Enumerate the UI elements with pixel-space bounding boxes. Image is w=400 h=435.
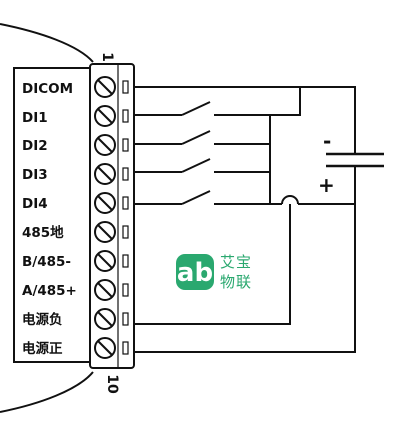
screw-slot	[97, 79, 113, 95]
wire-clamp	[122, 225, 129, 239]
screw-terminal	[94, 163, 129, 185]
screw-slot	[97, 166, 113, 182]
pin-label-di4: DI4	[22, 196, 48, 212]
wire-power-positive	[134, 204, 356, 353]
wire-common-to-dicom	[270, 87, 301, 116]
pin-label-b485: B/485-	[22, 254, 71, 270]
last-pin-number: 10	[104, 374, 120, 394]
screw-terminal	[94, 105, 129, 127]
device-body-outline	[0, 23, 94, 413]
pin-label-di1: DI1	[22, 110, 48, 126]
logo-name-line1: 艾宝	[220, 253, 252, 271]
screw-slot	[97, 282, 113, 298]
screw-terminal	[94, 279, 129, 301]
wire-clamp	[122, 196, 129, 210]
screw-terminal	[94, 308, 129, 330]
pin-label-di2: DI2	[22, 138, 48, 154]
screw-slot	[97, 253, 113, 269]
wire-clamp	[122, 167, 129, 181]
screw-terminal	[94, 76, 129, 98]
pin-labels: DICOM DI1 DI2 DI3 DI4 485地 B/485- A/485+…	[22, 81, 77, 357]
pin-label-di3: DI3	[22, 167, 48, 183]
switch-di4	[181, 190, 211, 205]
screw-slot	[97, 108, 113, 124]
label-panel	[13, 67, 93, 363]
switch-di3	[181, 158, 211, 173]
battery-negative-mark: -	[323, 129, 331, 153]
logo-name-line2: 物联	[220, 273, 252, 291]
wire-dicom	[134, 86, 356, 154]
wire-clamp	[122, 283, 129, 297]
wiring	[134, 86, 384, 353]
wire-clamp	[122, 254, 129, 268]
logo-mark-text: ab	[177, 258, 213, 288]
screw-terminal	[94, 192, 129, 214]
pin-label-power-negative: 电源负	[22, 311, 63, 328]
screw-slot	[97, 195, 113, 211]
screw-slot	[97, 137, 113, 153]
logo-mark-bg	[176, 254, 214, 290]
screw-terminal	[94, 250, 129, 272]
screw-terminal	[94, 337, 129, 359]
switch-di1	[181, 101, 211, 116]
wire-clamp	[122, 341, 129, 355]
first-pin-number: 1	[99, 52, 115, 62]
screw-terminal	[94, 134, 129, 156]
wire-clamp	[122, 138, 129, 152]
brand-logo: ab 艾宝 物联	[176, 253, 252, 291]
screw-terminals	[94, 76, 129, 359]
pin-label-485-ground: 485地	[22, 224, 64, 241]
screw-slot	[97, 340, 113, 356]
battery-positive-mark: +	[318, 173, 335, 197]
screw-slot	[97, 311, 113, 327]
wire-clamp	[122, 80, 129, 94]
screw-terminal	[94, 221, 129, 243]
screw-slot	[97, 224, 113, 240]
wire-power-negative	[134, 204, 291, 325]
pin-label-power-positive: 电源正	[22, 340, 63, 357]
wire-clamp	[122, 109, 129, 123]
pin-label-dicom: DICOM	[22, 81, 73, 97]
wire-crossover-hop	[281, 195, 299, 205]
wire-clamp	[122, 312, 129, 326]
switch-di2	[181, 130, 211, 145]
pin-label-a485: A/485+	[22, 283, 77, 299]
